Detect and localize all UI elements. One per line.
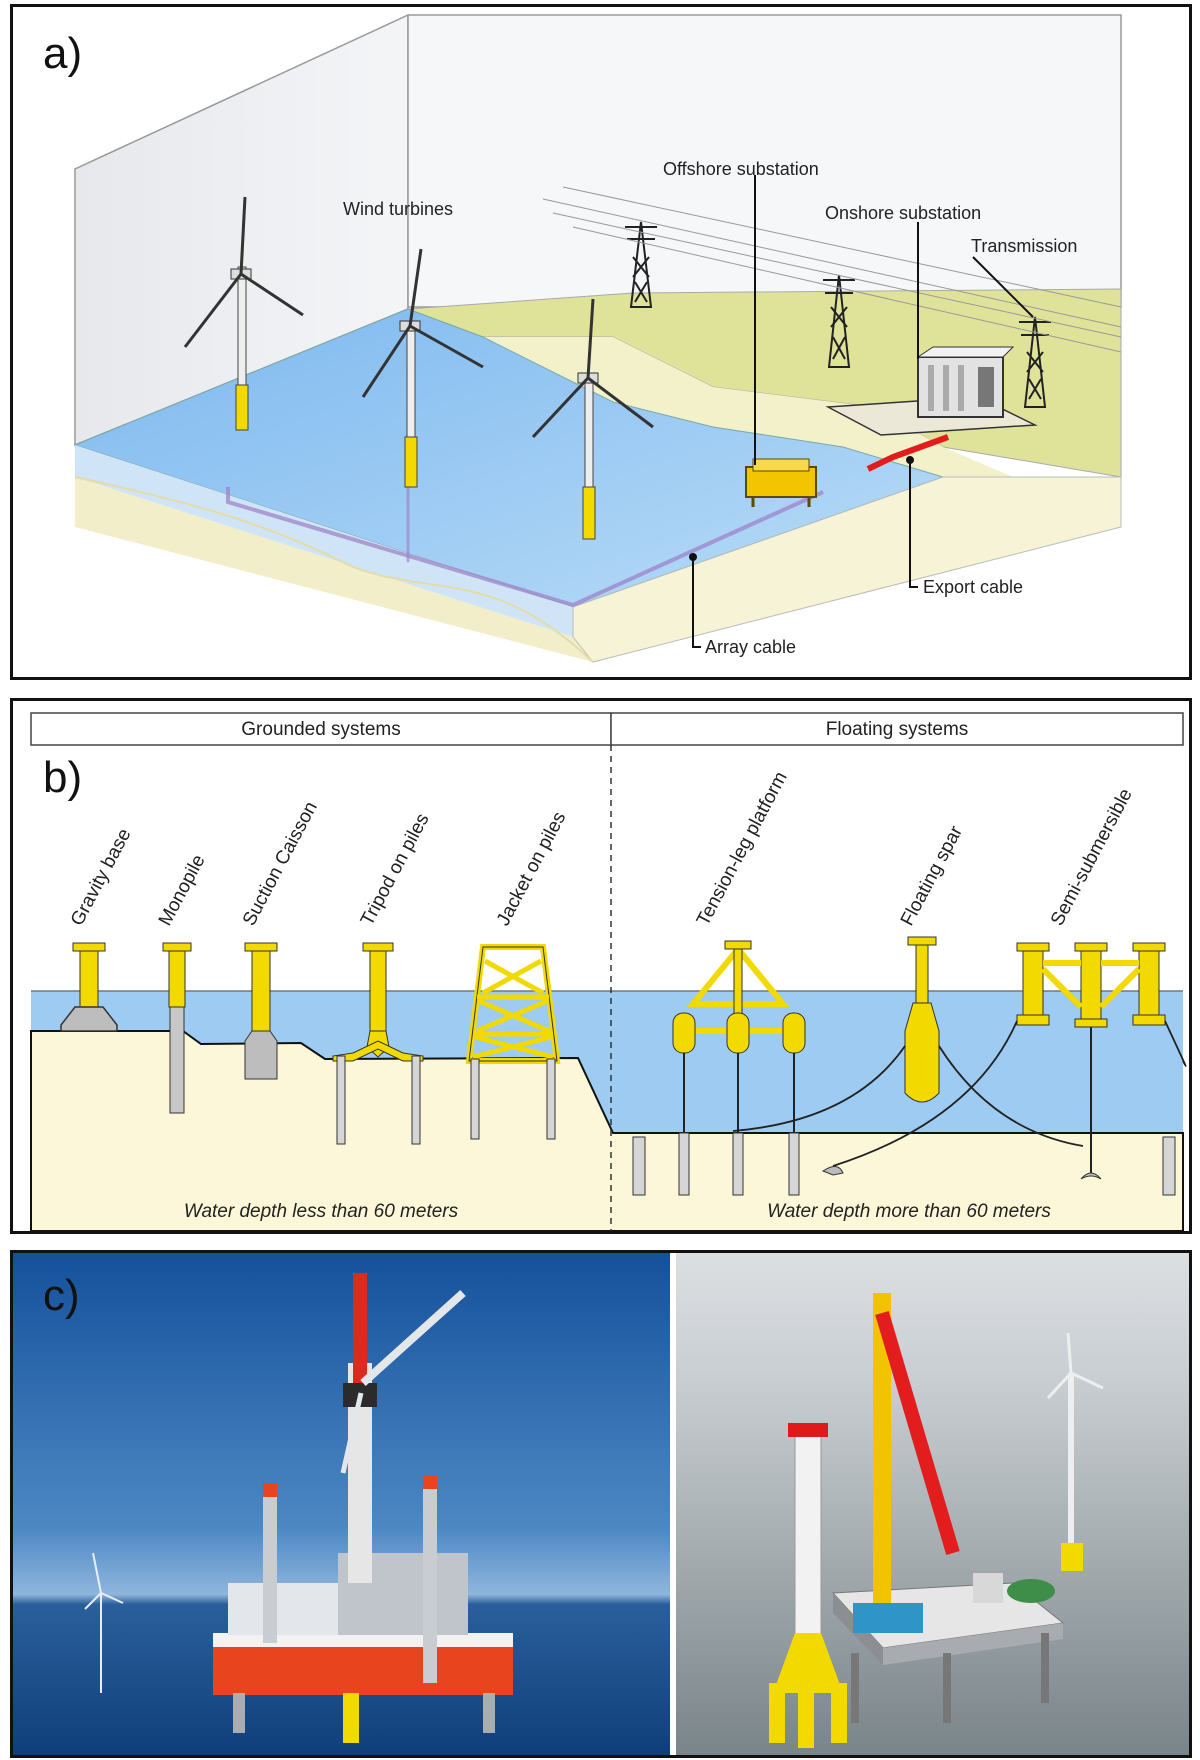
power-lines [542,186,1122,353]
header-grounded-box [30,712,612,746]
label-tripod: Tripod on piles [357,810,434,929]
seabed [30,1030,1184,1231]
pylon-1 [625,221,657,308]
seabed-curve [74,476,594,663]
foundation-types-diagram: Grounded systems Floating systems [30,712,1187,1231]
export-cable-line [866,434,950,472]
beach [483,337,1013,477]
pylon-2 [823,274,855,368]
label-offshore-substation: Offshore substation [663,159,819,179]
onshore-substation-building [916,346,1015,418]
panel-c: c) [10,1250,1192,1758]
label-tension-leg: Tension-leg platform [693,768,792,929]
caption-deep: Water depth more than 60 meters [767,1201,1051,1222]
panel-b-label: b) [43,753,83,802]
wind-farm-illustration: Wind turbines Offshore substation Onshor… [73,13,1122,663]
floating-spar-foundation [732,936,1084,1147]
header-grounded: Grounded systems [241,719,400,740]
panel-a: Wind turbines Offshore substation Onshor… [10,4,1192,680]
pylon-3 [1019,316,1051,408]
label-onshore-substation: Onshore substation [825,203,981,223]
seabed-front-face [75,477,593,662]
offshore-substation [745,458,817,507]
header-floating-box [610,712,1184,746]
header-floating: Floating systems [826,719,969,740]
label-suction-caisson: Suction Caisson [239,798,322,929]
label-monopile: Monopile [155,851,210,929]
jacket-foundation [465,944,561,1140]
label-floating-spar: Floating spar [897,822,967,929]
semi-submersible-foundation [632,942,1187,1196]
panel-c-label: c) [43,1271,80,1320]
wind-turbine-1 [183,196,304,431]
callout-lines [689,175,1034,648]
label-wind-turbines: Wind turbines [343,199,453,219]
sea-front-face [75,445,573,637]
label-gravity-base: Gravity base [67,825,136,929]
caption-shallow: Water depth less than 60 meters [184,1201,459,1222]
distant-turbine-right [1046,1332,1104,1571]
wind-turbine-3 [531,298,654,540]
distant-turbine-left [84,1552,124,1693]
tension-leg-platform-foundation [672,940,806,1196]
label-transmission: Transmission [971,236,1077,256]
panel-a-label: a) [43,29,83,78]
suction-caisson-foundation [244,942,278,1080]
array-cable-line [226,487,824,608]
label-export-cable: Export cable [923,577,1023,597]
label-semi-submersible: Semi-submersible [1047,785,1137,929]
label-jacket: Jacket on piles [493,809,571,930]
panel-b: Grounded systems Floating systems [10,698,1192,1234]
wind-turbine-2 [361,248,484,488]
monopile-foundation [162,942,192,1114]
tripod-structure-right [769,1423,847,1748]
tripod-foundation [332,942,424,1145]
jackup-platform-right [831,1293,1065,1723]
seabed-right-face [572,476,1122,663]
installation-photos [13,1253,1189,1755]
gravity-base-foundation [60,942,118,1032]
label-array-cable: Array cable [705,637,796,657]
jackup-vessel [213,1273,513,1743]
